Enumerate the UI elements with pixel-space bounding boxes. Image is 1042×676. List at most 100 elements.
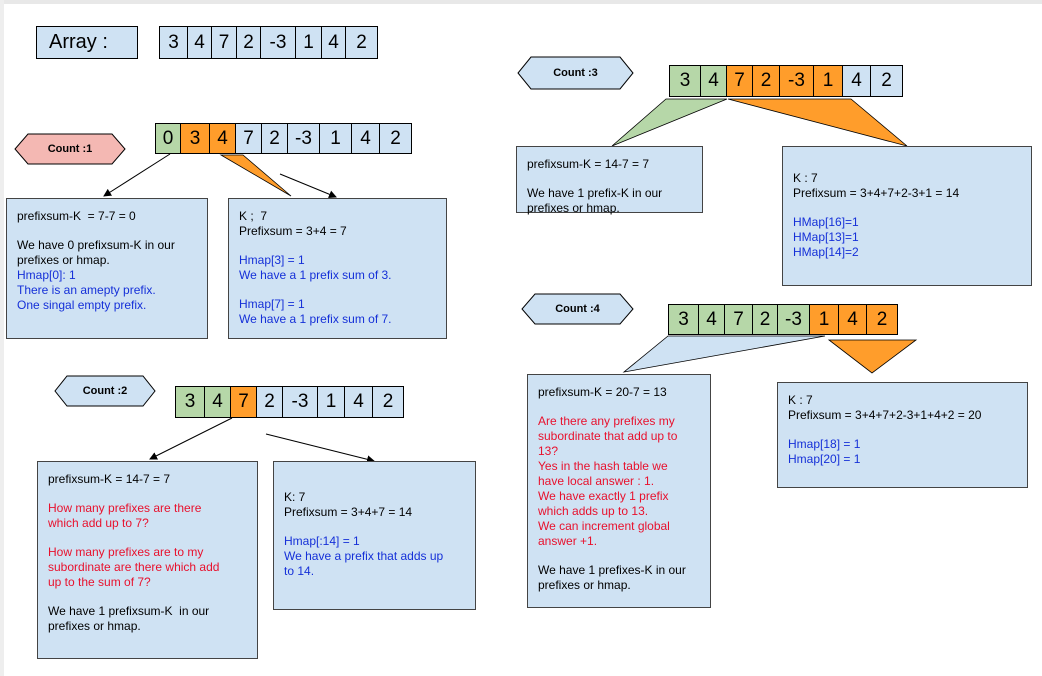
- count2-cell: 2: [372, 386, 404, 418]
- count3-right-note-line: Prefixsum = 3+4+7+2-3+1 = 14: [793, 186, 960, 200]
- count3-cell: 7: [726, 65, 753, 97]
- count4-cell: 3: [668, 304, 699, 335]
- count2-cell: 7: [230, 386, 257, 418]
- count4-cell: -3: [777, 304, 810, 335]
- count2-cell: 4: [344, 386, 373, 418]
- count2-right-note-line: Hmap[:14] = 1: [284, 534, 360, 548]
- count1-left-note-line: Hmap[0]: 1: [17, 268, 76, 282]
- count1-left-note-line: There is an amepty prefix.: [17, 283, 156, 297]
- count1-left-note-line: prefixsum-K = 7-7 = 0: [17, 209, 136, 223]
- count1-cell: -3: [287, 123, 320, 154]
- count4-left-note-line: Yes in the hash table we: [538, 459, 668, 473]
- count1-cell: 3: [180, 123, 210, 154]
- count3-right-note-line: HMap[14]=2: [793, 245, 859, 259]
- count2-right-note-line: We have a prefix that adds up: [284, 549, 444, 563]
- count1-tag: Count :1: [14, 133, 126, 165]
- canvas-top-edge: [0, 0, 1042, 4]
- count3-right-note-line: HMap[16]=1: [793, 215, 859, 229]
- count2-left-note-line: How many prefixes are to my: [48, 545, 204, 559]
- count1-cell: 2: [379, 123, 412, 154]
- count3-cell: 1: [813, 65, 843, 97]
- count1-cell: 1: [319, 123, 352, 154]
- count1-left-note: prefixsum-K = 7-7 = 0 We have 0 prefixsum…: [6, 198, 208, 339]
- count3-cell: 4: [700, 65, 727, 97]
- count4-cell: 7: [724, 304, 753, 335]
- note-spacer: [48, 590, 247, 604]
- count1-right-note-line: Hmap[3] = 1: [239, 253, 305, 267]
- array-cell: 7: [211, 26, 237, 59]
- count2-left-note-line: prefixes or hmap.: [48, 619, 141, 633]
- note-spacer: [239, 283, 436, 297]
- count3-right-note-line: K : 7: [793, 171, 818, 185]
- note-spacer: [793, 201, 1021, 215]
- count1-left-note-line: We have 0 prefixsum-K in our: [17, 238, 175, 252]
- count2-left-note-line: up to the sum of 7?: [48, 575, 151, 589]
- count2-left-note-line: We have 1 prefixsum-K in our: [48, 604, 210, 618]
- count3-left-note-line: prefixes or hmap.: [527, 201, 620, 215]
- note-spacer: [48, 531, 247, 545]
- count3-cell: 2: [752, 65, 780, 97]
- note-spacer: [239, 239, 436, 253]
- count3-cell: 4: [842, 65, 871, 97]
- count4-cell: 4: [838, 304, 867, 335]
- count4-right-note-line: Hmap[18] = 1: [788, 437, 861, 451]
- count3-tag: Count :3: [517, 56, 634, 90]
- count4-tag-label: Count :4: [555, 303, 600, 315]
- count4-tag: Count :4: [521, 293, 634, 325]
- count1-right-note-line: K ; 7: [239, 209, 268, 223]
- count4-blue-wedge: [622, 335, 826, 373]
- count1-cell: 2: [261, 123, 288, 154]
- count4-cell: 4: [698, 304, 725, 335]
- note-spacer: [538, 400, 700, 414]
- count1-right-note-line: Prefixsum = 3+4 = 7: [239, 224, 347, 238]
- count2-cell: 4: [204, 386, 231, 418]
- array-cell: 1: [295, 26, 322, 59]
- count1-cell: 4: [209, 123, 236, 154]
- canvas-left-edge: [0, 0, 4, 676]
- note-spacer: [17, 224, 197, 238]
- note-spacer: [788, 423, 1017, 437]
- count1-left-note-line: prefixes or hmap.: [17, 253, 110, 267]
- array-cell: 2: [236, 26, 261, 59]
- count2-arrow-left: [149, 417, 233, 460]
- count4-orange-wedge: [827, 339, 918, 374]
- array-cell: 3: [159, 26, 188, 59]
- count2-left-note-line: prefixsum-K = 14-7 = 7: [48, 472, 171, 486]
- count3-left-note-line: prefixsum-K = 14-7 = 7: [527, 157, 650, 171]
- count4-left-note-line: which adds up to 13.: [538, 504, 649, 518]
- array-cell: 4: [187, 26, 212, 59]
- count4-right-note-line: Prefixsum = 3+4+7+2-3+1+4+2 = 20: [788, 408, 982, 422]
- count1-orange-wedge: [219, 154, 292, 197]
- count1-cell: 4: [351, 123, 380, 154]
- count4-left-note-line: We have exactly 1 prefix: [538, 489, 669, 503]
- count1-right-note-line: We have a 1 prefix sum of 3.: [239, 268, 392, 282]
- array-cell: 4: [321, 26, 346, 59]
- count3-orange-wedge: [727, 98, 908, 147]
- count4-left-note-line: answer +1.: [538, 534, 598, 548]
- count4-left-note-line: We can increment global: [538, 519, 670, 533]
- count2-left-note: prefixsum-K = 14-7 = 7 How many prefixes …: [37, 461, 258, 659]
- count4-left-note-line: Are there any prefixes my: [538, 414, 675, 428]
- count4-cell: 2: [752, 304, 778, 335]
- count4-right-note-line: Hmap[20] = 1: [788, 452, 861, 466]
- count3-tag-label: Count :3: [553, 67, 598, 79]
- count3-left-note-line: We have 1 prefix-K in our: [527, 186, 663, 200]
- count2-left-note-line: How many prefixes are there: [48, 501, 202, 515]
- note-spacer: [284, 520, 465, 534]
- count1-cell: 7: [235, 123, 262, 154]
- count4-left-note-line: have local answer : 1.: [538, 474, 655, 488]
- count2-tag-label: Count :2: [82, 385, 128, 397]
- count3-right-note-line: HMap[13]=1: [793, 230, 859, 244]
- note-spacer: [527, 172, 692, 186]
- count4-left-note-line: 13?: [538, 444, 559, 458]
- array-cell: 2: [345, 26, 378, 59]
- count1-right-note-line: We have a 1 prefix sum of 7.: [239, 312, 392, 326]
- count2-right-note-line: to 14.: [284, 564, 315, 578]
- count2-cell: 2: [256, 386, 283, 418]
